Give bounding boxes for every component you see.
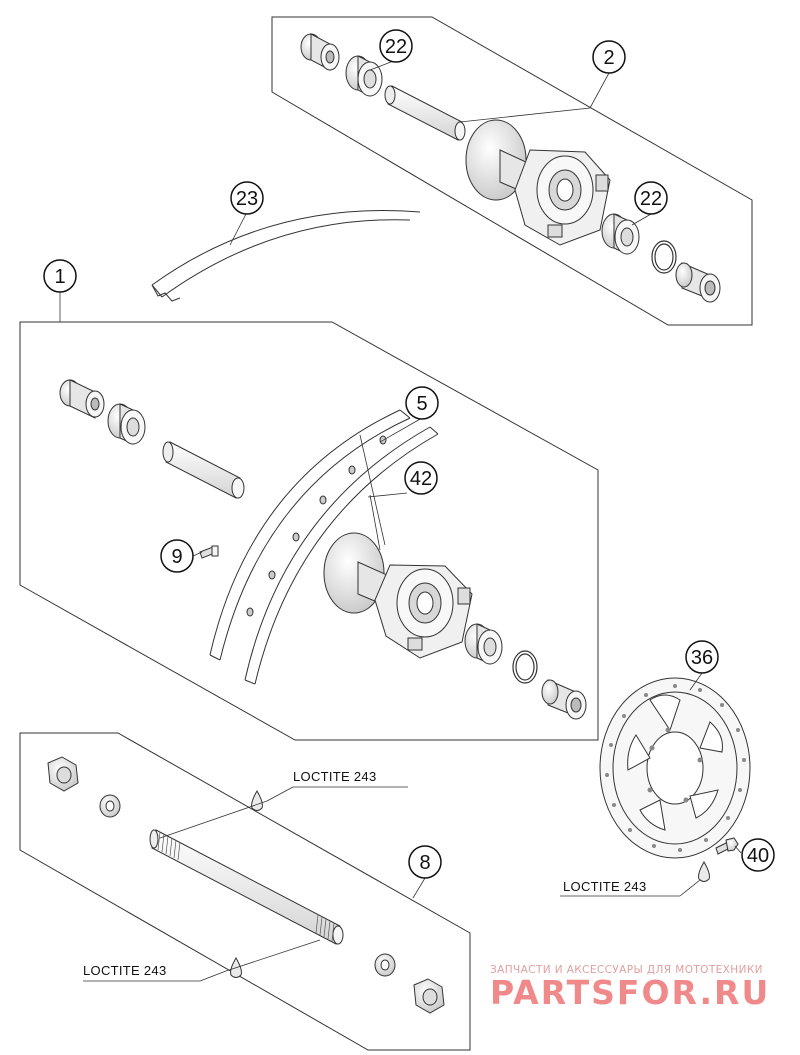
callout-9[interactable]: 9	[160, 539, 194, 573]
loctite-label-upper: LOCTITE 243	[293, 769, 377, 784]
rim-tape[interactable]	[151, 210, 421, 302]
callout-22-lower[interactable]: 22	[634, 181, 668, 215]
wheel-bearing-right[interactable]	[464, 623, 503, 665]
wheel-hub[interactable]	[323, 532, 473, 659]
axle-assembly-panel	[19, 732, 471, 1051]
callout-1-label: 1	[54, 266, 65, 288]
callout-8[interactable]: 8	[408, 845, 442, 879]
hub-spacer-right[interactable]	[675, 262, 721, 303]
hub-circlip-upper[interactable]	[651, 240, 677, 274]
wheel-distance-tube[interactable]	[162, 441, 245, 499]
hub-body[interactable]	[465, 119, 611, 246]
leader-lines	[59, 59, 742, 982]
callout-9-label: 9	[171, 546, 182, 568]
callout-36[interactable]: 36	[685, 640, 719, 674]
hub-spacer-left[interactable]	[300, 33, 340, 71]
axle-shaft[interactable]	[149, 829, 344, 945]
callout-23[interactable]: 23	[230, 181, 264, 215]
callout-42[interactable]: 42	[404, 461, 438, 495]
callout-1[interactable]: 1	[43, 259, 77, 293]
callout-5[interactable]: 5	[405, 386, 439, 420]
hub-distance-tube[interactable]	[384, 85, 466, 141]
wheel-spacer-right[interactable]	[541, 679, 587, 720]
callout-2[interactable]: 2	[592, 40, 626, 74]
axle-washer-upper[interactable]	[99, 794, 121, 818]
axle-washer-lower[interactable]	[374, 953, 396, 977]
wheel-bearing-left[interactable]	[107, 403, 146, 445]
watermark-logo: PARTSFOR.RU	[490, 973, 770, 1012]
callout-22-upper[interactable]: 22	[379, 29, 413, 63]
spoke-line	[359, 434, 386, 551]
loctite-label-lower: LOCTITE 243	[83, 963, 167, 978]
callout-42-label: 42	[410, 468, 432, 490]
brake-disc[interactable]	[599, 677, 751, 859]
callout-36-label: 36	[691, 647, 713, 669]
spoke-nipple[interactable]	[199, 545, 219, 559]
axle-nut-upper[interactable]	[47, 756, 79, 792]
callout-2-label: 2	[603, 47, 614, 69]
callout-40-label: 40	[747, 845, 769, 867]
wheel-rim[interactable]	[209, 409, 439, 685]
wheel-circlip[interactable]	[512, 650, 538, 684]
callout-22-lower-label: 22	[640, 188, 662, 210]
loctite-drop-upper-icon	[251, 790, 263, 811]
wheel-spacer-left[interactable]	[59, 379, 105, 419]
watermark-tagline: ЗАПЧАСТИ И АКСЕССУАРЫ ДЛЯ МОТОТЕХНИКИ	[490, 964, 763, 976]
callout-22-upper-label: 22	[385, 36, 407, 58]
hub-bearing-upper-right[interactable]	[601, 213, 640, 255]
axle-nut-lower[interactable]	[413, 978, 445, 1014]
callout-40[interactable]: 40	[741, 838, 775, 872]
hub-assembly-panel	[271, 16, 753, 326]
callout-5-label: 5	[416, 393, 427, 415]
disc-bolt[interactable]	[715, 837, 739, 855]
hub-bearing-upper-left[interactable]	[345, 55, 383, 97]
loctite-drop-disc-icon	[698, 861, 710, 882]
wheel-assembly-panel	[19, 321, 599, 741]
callout-8-label: 8	[419, 852, 430, 874]
loctite-label-disc: LOCTITE 243	[563, 879, 647, 894]
callout-23-label: 23	[236, 188, 258, 210]
